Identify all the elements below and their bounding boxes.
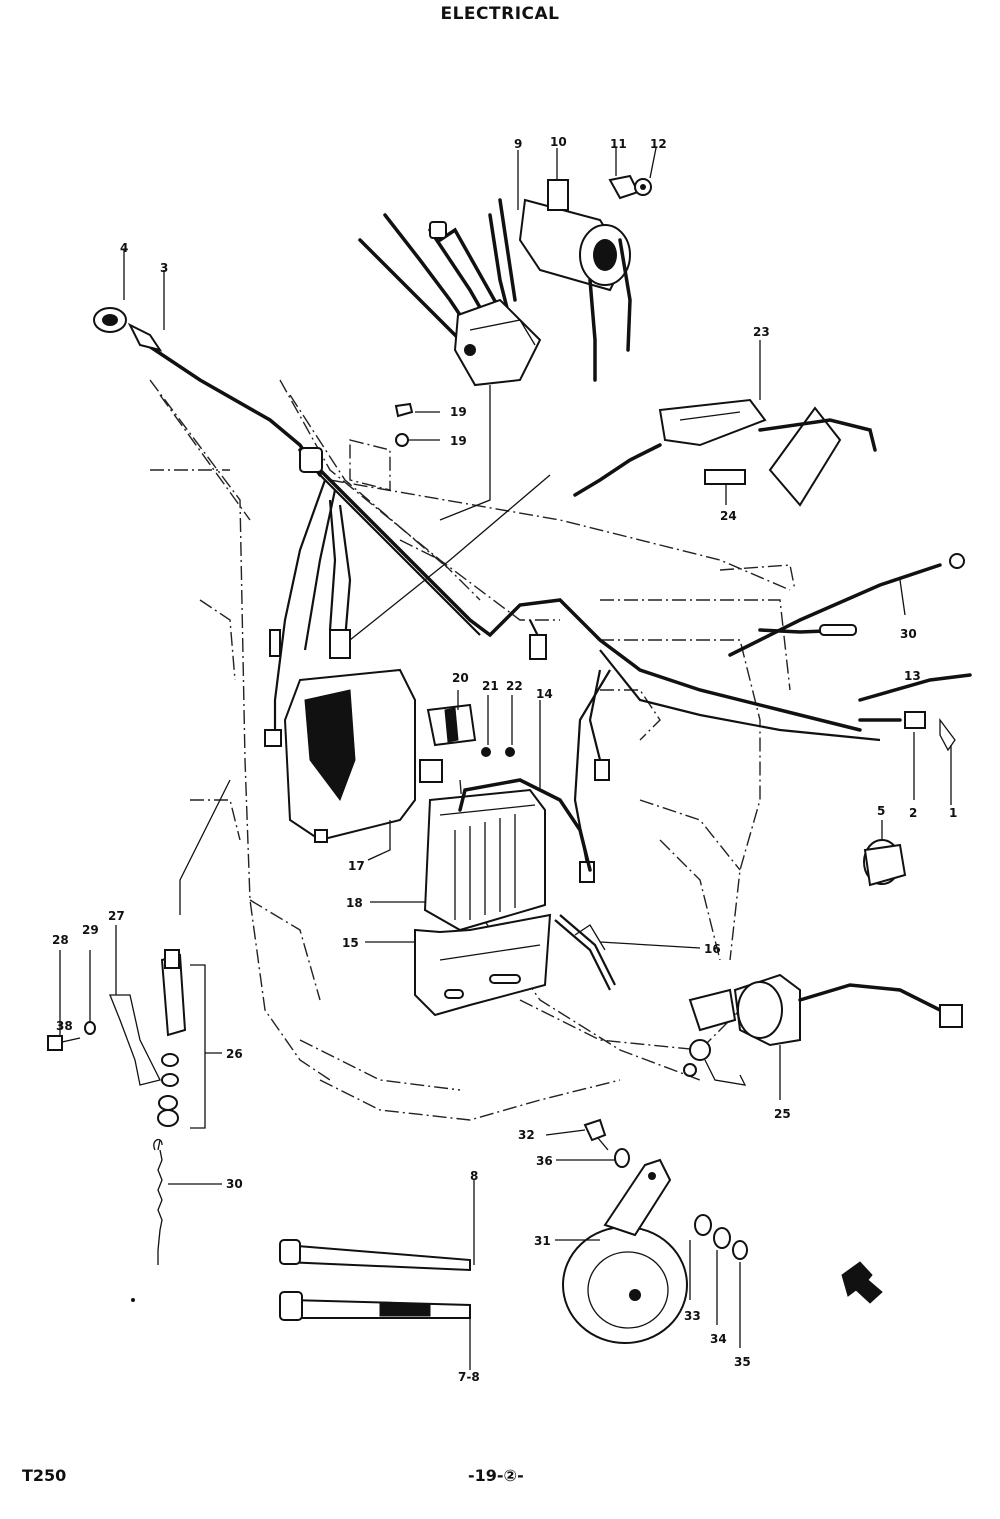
callout-16: 16 [704,942,721,956]
page-title: ELECTRICAL [440,4,560,24]
ignition-switch-25 [683,973,963,1086]
connector-plug [594,759,610,781]
callout-25: 25 [774,1107,791,1121]
connector-plug [529,634,547,660]
callout-30-spring: 30 [226,1177,243,1191]
callout-19-washer: 19 [450,434,467,448]
callout-29: 29 [82,923,99,937]
main-wire-harness [269,448,972,883]
washer-29 [84,1021,96,1035]
nut-35 [732,1240,748,1260]
stop-switch-26 [157,949,187,1127]
callout-27: 27 [108,909,125,923]
callout-17: 17 [348,859,365,873]
battery-holder-15 [414,913,552,1017]
callout-labels: 1 2 3 4 5 8 7-8 9 10 11 12 13 14 15 16 1… [52,135,957,1384]
lamp-assembly-23 [573,398,877,507]
connector-plug [269,629,281,657]
callout-33: 33 [684,1309,701,1323]
callout-35: 35 [734,1355,751,1369]
washer-34 [713,1227,731,1249]
front-arrow-icon [841,1261,883,1304]
callout-15: 15 [342,936,359,950]
connector-plug [329,629,351,659]
breather-tube-16 [554,914,616,991]
wire-lead-36 [728,553,965,657]
bracket-27 [109,994,161,1086]
fuse-holder-20 [426,703,477,747]
callout-22: 22 [506,679,523,693]
callout-9: 9 [514,137,522,151]
callout-13: 13 [904,669,921,683]
callout-10: 10 [550,135,567,149]
callout-7-8: 7-8 [458,1370,480,1384]
callout-30-wire: 30 [900,627,917,641]
callout-8: 8 [470,1169,478,1183]
callout-24: 24 [720,509,737,523]
callout-20: 20 [452,671,469,685]
relay-body [453,298,542,387]
callout-28: 28 [52,933,69,947]
washer-19 [395,433,409,447]
callout-31: 31 [534,1234,551,1248]
callout-36: 36 [536,1154,553,1168]
coupler-1 [939,718,956,752]
callout-14: 14 [536,687,553,701]
leader-lines [59,147,952,1370]
callout-2: 2 [909,806,917,820]
relay-assembly [358,198,542,387]
callout-11: 11 [610,137,627,151]
model-code: T250 [22,1466,67,1485]
washer-33a [614,1148,630,1168]
band-8 [279,1239,471,1272]
fuse-21 [481,747,491,757]
band-7-8 [279,1291,471,1321]
nut-12 [634,178,652,196]
screw-19 [394,402,414,418]
callout-21: 21 [482,679,499,693]
cap-5 [863,839,907,887]
battery-18 [423,778,592,932]
callout-4: 4 [120,241,128,255]
bolt-28 [47,1035,81,1051]
washer-33b [694,1214,712,1236]
spring-30 [153,1138,163,1265]
callout-5: 5 [877,804,885,818]
callout-38: 38 [56,1019,73,1033]
callout-26: 26 [226,1047,243,1061]
callout-32: 32 [518,1128,535,1142]
callout-34: 34 [710,1332,727,1346]
washer-11 [608,174,640,200]
bolt-32 [583,1118,609,1151]
horn-31 [562,1158,688,1344]
callout-1: 1 [949,806,957,820]
fuse-22 [505,747,515,757]
lamp-bulb-24 [704,469,746,485]
callout-3: 3 [160,261,168,275]
rectifier-17 [264,668,443,843]
callout-23: 23 [753,325,770,339]
wire-lead-3 [93,307,323,477]
coupler-2 [904,711,926,729]
callout-12: 12 [650,137,667,151]
page-number: -19-②- [468,1466,524,1485]
frame-outline [149,379,796,1121]
callout-18: 18 [346,896,363,910]
starter-solenoid [518,179,632,382]
callout-19-screw: 19 [450,405,467,419]
